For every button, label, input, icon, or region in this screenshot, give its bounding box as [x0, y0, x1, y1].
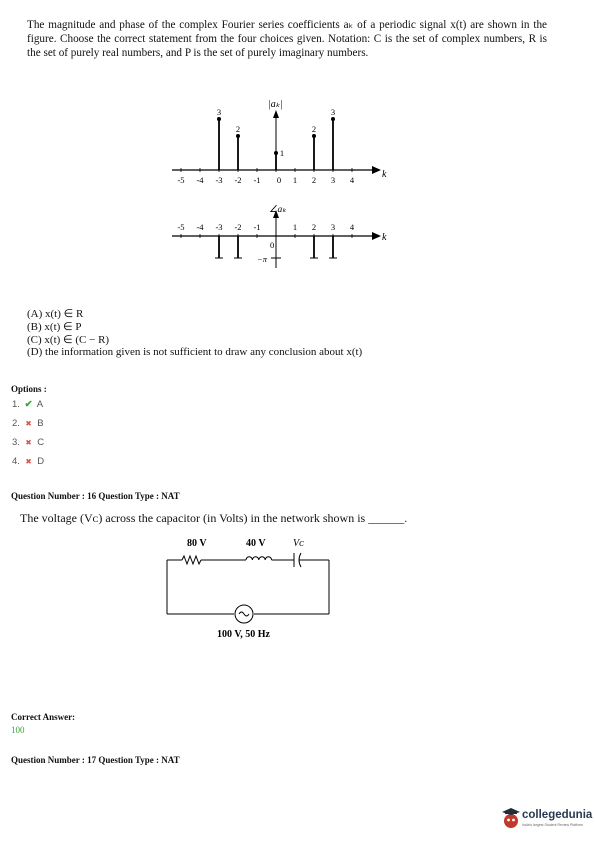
option-3: 3. ✖ C	[12, 437, 45, 448]
neg-pi-label: −π	[257, 254, 268, 264]
magnitude-value-label: 1	[280, 148, 284, 158]
phase-tick-label: -3	[215, 222, 222, 232]
mag-tick-label: -1	[253, 175, 260, 185]
cross-icon: ✖	[25, 438, 32, 447]
magnitude-point	[217, 117, 221, 121]
phase-tick-label: 1	[293, 222, 297, 232]
mag-tick-label: -2	[234, 175, 241, 185]
phase-tick-label: -1	[253, 222, 260, 232]
phase-tick-label: 2	[312, 222, 316, 232]
magnitude-point	[312, 134, 316, 138]
phase-tick-label: -2	[234, 222, 241, 232]
question-16-header: Question Number : 16 Question Type : NAT	[11, 491, 180, 501]
mag-tick-label: 3	[331, 175, 335, 185]
mascot-icon	[502, 808, 520, 828]
choice-b: (B) x(t) ∈ P	[27, 320, 82, 333]
question-16-text: The voltage (Vᴄ) across the capacitor (i…	[20, 511, 408, 525]
phase-plot: ∠aₖ k 0 −π -5 -4 -3 -2 -1 1 2 3 4	[172, 205, 387, 268]
choice-list: (A) x(t) ∈ R (B) x(t) ∈ P (C) x(t) ∈ (C …	[27, 308, 362, 359]
magnitude-point	[236, 134, 240, 138]
mag-tick-label: 0	[277, 175, 281, 185]
magnitude-plot: |aₖ| k -5 -4 -3 -2 -1 0 1 2 3 4 3 2 1 2 3	[172, 99, 387, 185]
question-17-header: Question Number : 17 Question Type : NAT	[11, 755, 180, 765]
choice-d: (D) the information given is not suffici…	[27, 346, 363, 359]
phase-tick-label: -5	[177, 222, 184, 232]
magnitude-value-label: 2	[236, 124, 240, 134]
source-label: 100 V, 50 Hz	[217, 629, 271, 640]
mag-tick-label: 1	[293, 175, 297, 185]
choice-c: (C) x(t) ∈ (C − R)	[27, 333, 110, 346]
mag-tick-label: 2	[312, 175, 316, 185]
k-axis-label: k	[382, 169, 387, 180]
magnitude-point	[331, 117, 335, 121]
phase-tick-label: 4	[350, 222, 355, 232]
mag-tick-label: -4	[196, 175, 204, 185]
magnitude-value-label: 3	[331, 107, 335, 117]
collegedunia-logo: collegedunia India's largest Student Rev…	[500, 806, 592, 834]
capacitor-voltage-label: Vᴄ	[293, 538, 304, 549]
options-heading: Options :	[11, 384, 47, 394]
phase-tick-label: -4	[196, 222, 204, 232]
resistor-voltage-label: 80 V	[187, 538, 207, 549]
inductor-voltage-label: 40 V	[246, 538, 266, 549]
phase-k-label: k	[382, 232, 387, 243]
option-2: 2. ✖ B	[12, 418, 44, 429]
correct-answer-value: 100	[11, 725, 25, 735]
logo-tagline: India's largest Student Review Platform	[522, 823, 583, 827]
magnitude-value-label: 2	[312, 124, 316, 134]
question-15-text: The magnitude and phase of the complex F…	[27, 19, 547, 59]
mag-tick-label: 4	[350, 175, 355, 185]
phase-zero-label: 0	[270, 240, 274, 250]
phase-tick-label: 3	[331, 222, 335, 232]
mag-tick-label: -3	[215, 175, 222, 185]
option-4: 4. ✖ D	[12, 456, 45, 467]
magnitude-axis-label: |aₖ|	[268, 99, 283, 110]
magnitude-point	[274, 151, 278, 155]
cross-icon: ✖	[25, 419, 32, 428]
correct-answer-heading: Correct Answer:	[11, 712, 76, 722]
choice-a: (A) x(t) ∈ R	[27, 308, 84, 320]
cross-icon: ✖	[25, 457, 32, 466]
magnitude-value-label: 3	[217, 107, 221, 117]
rlc-circuit	[166, 552, 330, 624]
phase-axis-label: ∠aₖ	[269, 205, 287, 215]
mag-tick-label: -5	[177, 175, 184, 185]
option-1: 1. ✔ A	[12, 399, 44, 410]
check-icon: ✔	[24, 399, 33, 410]
logo-name: collegedunia	[522, 809, 593, 821]
